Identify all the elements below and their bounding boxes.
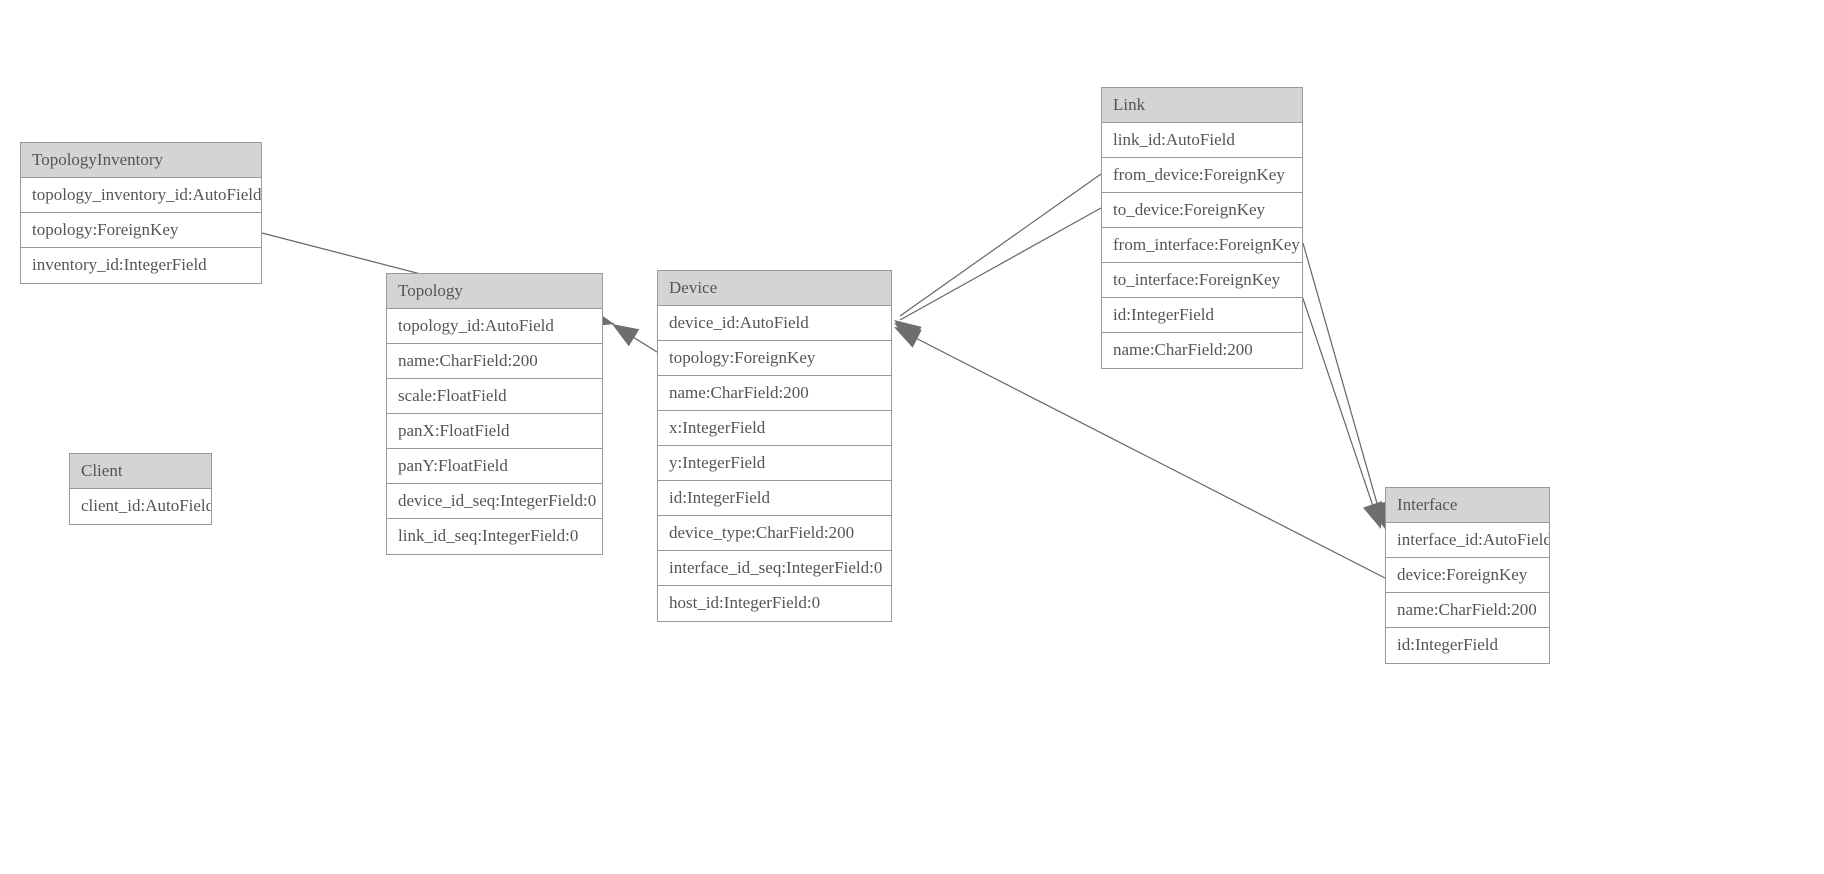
relationship-line (899, 173, 1102, 317)
relationship-arrowhead (894, 323, 922, 345)
entity-field-row[interactable]: name:CharField:200 (1102, 333, 1302, 368)
relationship-link-to-interface-to-interface (1295, 277, 1382, 529)
entity-field-row[interactable]: host_id:IntegerField:0 (658, 586, 891, 621)
entity-field-row[interactable]: interface_id:AutoField (1386, 523, 1549, 558)
entity-field-row[interactable]: topology_id:AutoField (387, 309, 602, 344)
entity-field-row[interactable]: from_interface:ForeignKey (1102, 228, 1302, 263)
entity-field-row[interactable]: inventory_id:IntegerField (21, 248, 261, 283)
entity-field-row[interactable]: to_device:ForeignKey (1102, 193, 1302, 228)
entity-title-device: Device (658, 271, 891, 306)
entity-field-row[interactable]: link_id_seq:IntegerField:0 (387, 519, 602, 554)
entity-field-row[interactable]: interface_id_seq:IntegerField:0 (658, 551, 891, 586)
entity-title-link: Link (1102, 88, 1302, 123)
entity-field-row[interactable]: device:ForeignKey (1386, 558, 1549, 593)
entity-title-interface: Interface (1386, 488, 1549, 523)
entity-field-row[interactable]: panY:FloatField (387, 449, 602, 484)
entity-field-row[interactable]: name:CharField:200 (1386, 593, 1549, 628)
entity-title-client: Client (70, 454, 211, 489)
entity-field-row[interactable]: device_type:CharField:200 (658, 516, 891, 551)
relationship-line (1295, 277, 1379, 522)
entity-field-row[interactable]: x:IntegerField (658, 411, 891, 446)
entity-field-row[interactable]: name:CharField:200 (658, 376, 891, 411)
entity-field-row[interactable]: y:IntegerField (658, 446, 891, 481)
relationship-link-from-interface-to-interface (1302, 242, 1388, 529)
entity-field-row[interactable]: from_device:ForeignKey (1102, 158, 1302, 193)
entity-field-row[interactable]: device_id_seq:IntegerField:0 (387, 484, 602, 519)
relationship-arrowhead (894, 327, 922, 348)
entity-field-row[interactable]: id:IntegerField (1386, 628, 1549, 663)
entity-field-row[interactable]: device_id:AutoField (658, 306, 891, 341)
relationship-device-to-topology (612, 324, 658, 353)
entity-field-row[interactable]: topology:ForeignKey (658, 341, 891, 376)
relationship-link-to-device-to-device (894, 207, 1102, 345)
entity-field-row[interactable]: name:CharField:200 (387, 344, 602, 379)
entity-field-row[interactable]: topology_inventory_id:AutoField (21, 178, 261, 213)
relationship-link-from-device-to-device (894, 173, 1102, 344)
relationship-arrowhead (612, 324, 640, 347)
entity-field-row[interactable]: id:IntegerField (658, 481, 891, 516)
relationship-arrowhead (894, 320, 922, 344)
entity-field-row[interactable]: id:IntegerField (1102, 298, 1302, 333)
entity-field-row[interactable]: to_interface:ForeignKey (1102, 263, 1302, 298)
relationship-line (899, 207, 1102, 321)
entity-field-row[interactable]: link_id:AutoField (1102, 123, 1302, 158)
entity-field-row[interactable]: panX:FloatField (387, 414, 602, 449)
relationship-line (1302, 242, 1383, 522)
entity-title-topologyinventory: TopologyInventory (21, 143, 261, 178)
entity-field-row[interactable]: topology:ForeignKey (21, 213, 261, 248)
entity-field-row[interactable]: client_id:AutoField (70, 489, 211, 524)
relationship-line (616, 326, 658, 353)
entity-title-topology: Topology (387, 274, 602, 309)
entity-field-row[interactable]: scale:FloatField (387, 379, 602, 414)
